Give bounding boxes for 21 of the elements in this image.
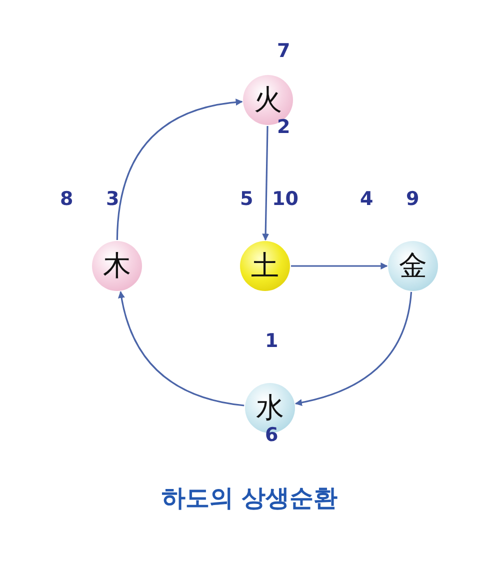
number-label: 6 bbox=[265, 425, 278, 445]
number-label: 3 bbox=[106, 189, 120, 209]
number-label: 4 bbox=[360, 189, 374, 209]
number-label: 2 bbox=[277, 117, 290, 137]
character-label: 金 bbox=[398, 248, 428, 284]
number-label: 8 bbox=[60, 189, 74, 209]
character-label: 木 bbox=[102, 248, 132, 284]
character-label: 土 bbox=[250, 248, 280, 284]
number-label: 5 bbox=[240, 189, 254, 209]
caption: 하도의 상생순환 bbox=[160, 483, 339, 514]
arrow bbox=[262, 126, 270, 241]
number-label: 1 bbox=[265, 331, 278, 351]
arrow bbox=[291, 262, 388, 270]
arrow bbox=[116, 98, 243, 240]
character-label: 水 bbox=[255, 390, 285, 426]
number-label: 10 bbox=[272, 189, 298, 209]
number-label: 9 bbox=[406, 189, 420, 209]
arrow bbox=[118, 291, 244, 406]
arrow bbox=[294, 292, 412, 406]
number-label: 7 bbox=[277, 41, 290, 61]
character-label: 火 bbox=[253, 82, 283, 118]
